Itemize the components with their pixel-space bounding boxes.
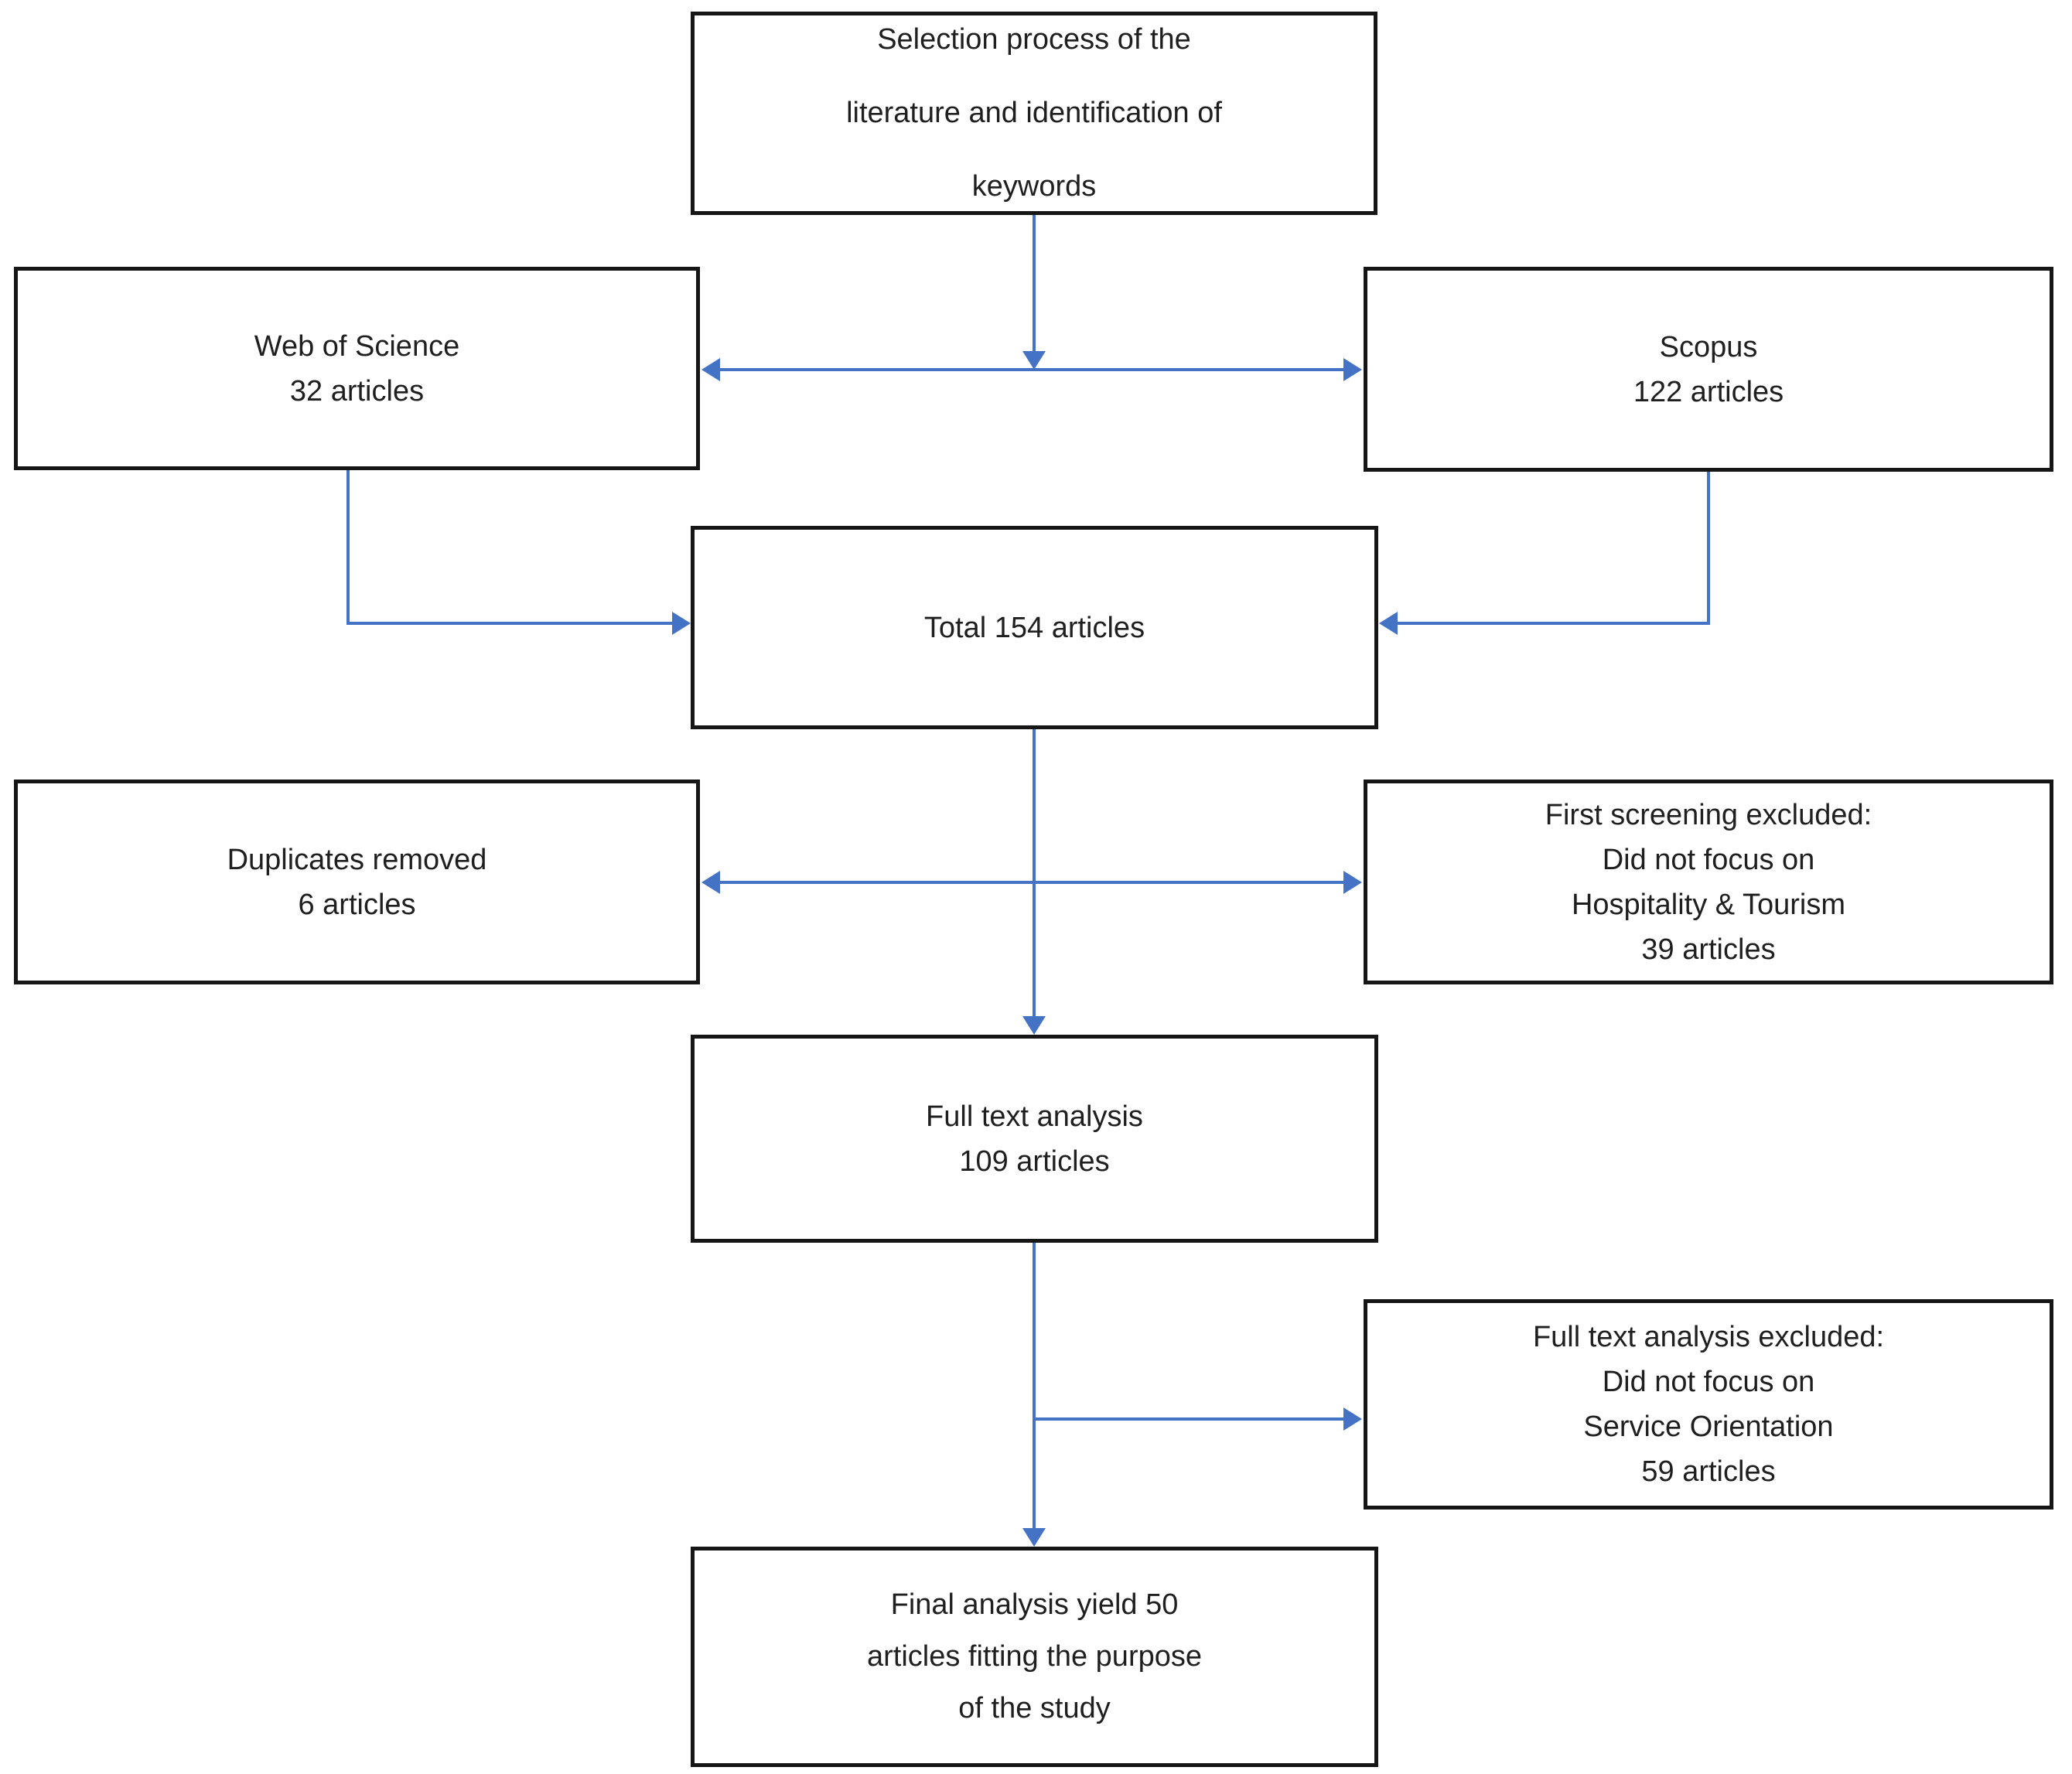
arrowhead-right-icon (1343, 1407, 1362, 1431)
connector-scopus-elbow-horizontal (1396, 622, 1710, 625)
connector-wos-elbow-vertical (346, 470, 350, 625)
node-total-articles: Total 154 articles (691, 526, 1378, 729)
connector-scopus-elbow-vertical (1707, 472, 1710, 625)
connector-total-down-line (1033, 729, 1036, 1018)
node-selection-process: Selection process of the literature and … (691, 12, 1377, 215)
connector-screening-line (715, 881, 1350, 884)
node-line: Final analysis yield 50 (890, 1588, 1179, 1621)
node-line: Web of Science (254, 329, 460, 363)
node-line: keywords (971, 170, 1097, 203)
node-line: 59 articles (1641, 1455, 1776, 1488)
node-line: Hospitality & Tourism (1571, 888, 1846, 921)
node-line: 32 articles (289, 374, 425, 408)
node-line: 109 articles (959, 1145, 1110, 1178)
node-final-analysis: Final analysis yield 50 articles fitting… (691, 1547, 1378, 1767)
node-line: of the study (958, 1692, 1111, 1725)
node-line: Selection process of the (877, 23, 1191, 56)
arrowhead-right-icon (672, 612, 691, 635)
arrowhead-left-icon (1379, 612, 1398, 635)
node-line: Did not focus on (1602, 1366, 1815, 1398)
node-line: Duplicates removed (227, 843, 487, 876)
arrowhead-right-icon (1343, 871, 1362, 894)
node-duplicates-removed: Duplicates removed 6 articles (14, 780, 700, 984)
node-line: Scopus (1659, 330, 1758, 363)
node-full-text-excluded: Full text analysis excluded: Did not foc… (1364, 1299, 2053, 1510)
node-line: 122 articles (1633, 375, 1784, 408)
arrowhead-down-icon (1022, 1528, 1046, 1547)
node-line: Total 154 articles (923, 611, 1145, 644)
node-line: Full text analysis (926, 1100, 1143, 1133)
connector-wos-elbow-horizontal (346, 622, 674, 625)
connector-title-down-line (1033, 215, 1036, 353)
node-line: Full text analysis excluded: (1532, 1321, 1885, 1353)
node-web-of-science: Web of Science 32 articles (14, 267, 700, 470)
node-line: 6 articles (298, 888, 416, 921)
node-first-screening-excluded: First screening excluded: Did not focus … (1364, 780, 2053, 984)
node-line: literature and identification of (846, 97, 1222, 129)
node-line: First screening excluded: (1545, 798, 1872, 831)
arrowhead-left-icon (701, 358, 720, 381)
node-scopus: Scopus 122 articles (1364, 267, 2053, 472)
connector-ftexcluded-branch-line (1034, 1417, 1345, 1421)
connector-sources-line-right (1036, 368, 1350, 371)
node-line: 39 articles (1641, 933, 1776, 966)
arrowhead-down-icon (1022, 1016, 1046, 1035)
connector-fulltext-down-line (1033, 1243, 1036, 1530)
node-full-text-analysis: Full text analysis 109 articles (691, 1035, 1378, 1243)
node-line: articles fitting the purpose (866, 1640, 1202, 1673)
arrowhead-right-icon (1343, 358, 1362, 381)
node-line: Did not focus on (1602, 843, 1815, 876)
node-line: Service Orientation (1583, 1411, 1834, 1443)
arrowhead-down-icon (1022, 351, 1046, 370)
connector-sources-line-left (715, 368, 1350, 371)
arrowhead-left-icon (701, 871, 720, 894)
